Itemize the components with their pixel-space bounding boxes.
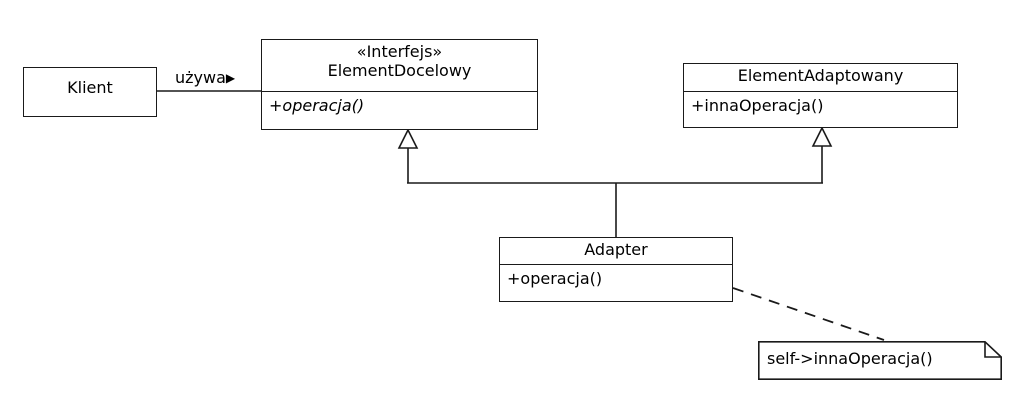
generalization-arrowhead-target [397, 128, 419, 149]
association-label-uses: używa▶ [175, 68, 236, 87]
association-arrow-icon: ▶ [225, 71, 236, 85]
note-text: self->innaOperacja() [767, 349, 933, 368]
association-label-text: używa [175, 68, 226, 87]
class-operation-element-adaptowany: +innaOperacja() [691, 96, 824, 115]
class-header-element-docelowy: «Interfejs» ElementDocelowy [262, 40, 537, 92]
class-box-adapter[interactable]: Adapter +operacja() [499, 237, 733, 302]
note-anchor-dashed-line [732, 287, 885, 341]
class-operation-adapter: +operacja() [507, 269, 603, 288]
class-name-element-docelowy: ElementDocelowy [327, 60, 472, 80]
class-operation-element-docelowy: +operacja() [269, 96, 365, 115]
class-header-element-adaptowany: ElementAdaptowany [684, 64, 957, 92]
class-stereotype-element-docelowy: «Interfejs» [356, 42, 443, 61]
class-name-adapter: Adapter [584, 240, 648, 259]
class-name-klient: Klient [67, 78, 113, 97]
class-name-element-adaptowany: ElementAdaptowany [737, 66, 904, 85]
note-outline [758, 341, 1002, 380]
class-box-element-docelowy[interactable]: «Interfejs» ElementDocelowy +operacja() [261, 39, 538, 130]
generalization-arrowhead-adaptee [811, 126, 833, 147]
class-box-klient[interactable]: Klient [23, 67, 157, 117]
note-box[interactable] [758, 341, 1002, 380]
class-box-element-adaptowany[interactable]: ElementAdaptowany +innaOperacja() [683, 63, 958, 128]
note-fold-icon [984, 341, 1002, 358]
class-header-adapter: Adapter [500, 238, 732, 265]
